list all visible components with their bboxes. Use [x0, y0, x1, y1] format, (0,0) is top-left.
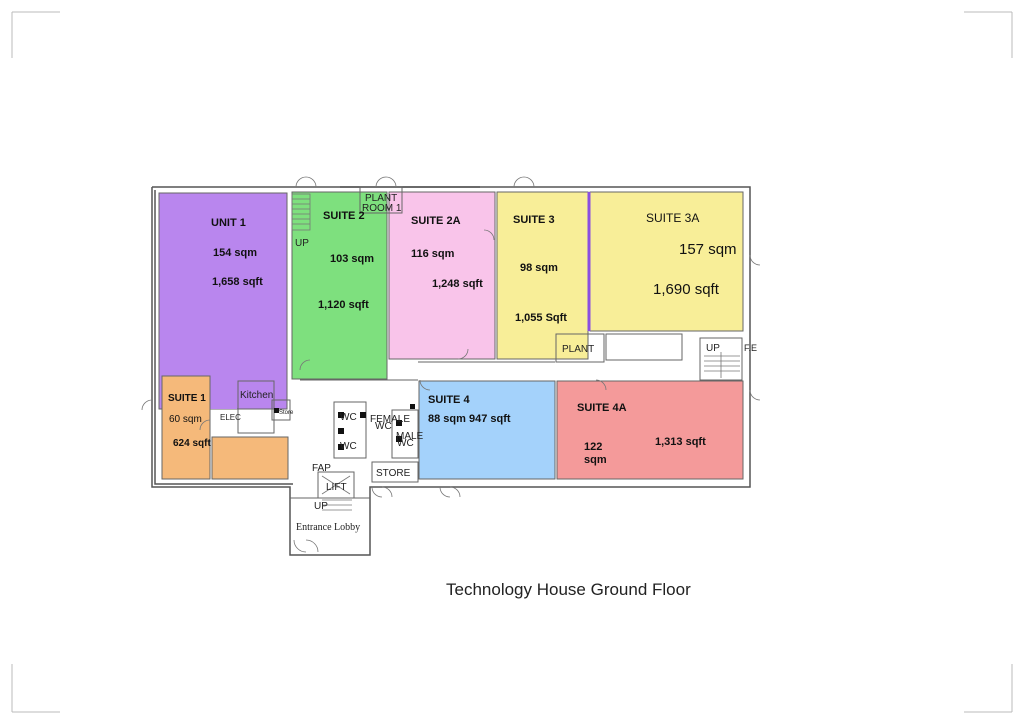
suite-3-sqm: 98 sqm — [520, 262, 558, 274]
suite-4a-sqm-line1: 122 — [584, 441, 602, 453]
male-label: MALE — [396, 431, 424, 442]
suite-4a-sqm-line2: sqm — [584, 454, 607, 466]
crop-marks — [11, 11, 1013, 713]
female-label: FEMALE — [370, 414, 410, 425]
store-small-label: Store — [279, 410, 294, 416]
up-label-right: UP — [706, 343, 720, 354]
suite-2a-area — [388, 191, 496, 360]
suite-1-sqm: 60 sqm — [169, 414, 202, 425]
lift-shaft — [321, 475, 351, 495]
suite-2a-sqm: 116 sqm — [411, 248, 455, 260]
plant-room-label-2: ROOM 1 — [362, 203, 402, 214]
suite-4-area-text: 88 sqm 947 sqft — [428, 413, 511, 425]
suite-4-area — [418, 380, 556, 480]
suite-4a-sqft: 1,313 sqft — [655, 436, 706, 448]
suite-2a-name: SUITE 2A — [411, 215, 461, 227]
wc-label-4: WC — [397, 438, 414, 449]
suite-3-sqft: 1,055 Sqft — [515, 312, 567, 324]
suite-3a-sqm: 157 sqm — [679, 241, 737, 258]
up-label-lobby: UP — [314, 501, 328, 512]
plant-label: PLANT — [562, 344, 594, 355]
suite-2-area — [291, 191, 388, 380]
fap-label: FAP — [312, 463, 331, 474]
stairs-right — [704, 352, 740, 378]
elec-label: ELEC — [220, 413, 241, 422]
service-labels: UP PLANT ROOM 1 PLANT UP F.E Kitchen ELE… — [220, 193, 757, 533]
wc-label-3: WC — [375, 421, 392, 432]
entrance-lobby-label: Entrance Lobby — [296, 522, 360, 533]
unit-1-lower-strip — [210, 370, 237, 409]
store-label: STORE — [376, 468, 411, 479]
suite-4a-area — [556, 380, 744, 480]
suite-2-sqm: 103 sqm — [330, 253, 374, 265]
fe-label: F.E — [744, 343, 757, 353]
door-swings — [141, 176, 761, 553]
suite-2a-sqft: 1,248 sqft — [432, 278, 483, 290]
suite-1-name: SUITE 1 — [168, 393, 206, 404]
suite-3a-sqft: 1,690 sqft — [653, 281, 720, 298]
unit-1-name: UNIT 1 — [211, 217, 246, 229]
suite-1-annex-area — [211, 436, 289, 480]
suite-1-area — [161, 375, 211, 480]
wc-fixtures — [274, 404, 415, 450]
suite-2-name: SUITE 2 — [323, 210, 365, 222]
stairs-left — [291, 193, 311, 231]
suite-3-name: SUITE 3 — [513, 214, 555, 226]
suite-1-sqft: 624 sqft — [173, 438, 211, 449]
kitchen-label: Kitchen — [240, 390, 273, 401]
stairs-lobby — [322, 499, 352, 511]
room-labels: UNIT 1 154 sqm 1,658 sqft SUITE 2 103 sq… — [168, 210, 737, 466]
suite-4a-name: SUITE 4A — [577, 402, 627, 414]
up-label-left: UP — [295, 238, 309, 249]
service-walls — [237, 186, 743, 499]
unit-1-sqm: 154 sqm — [213, 247, 257, 259]
suite-2-sqft: 1,120 sqft — [318, 299, 369, 311]
unit-1-sqft: 1,658 sqft — [212, 276, 263, 288]
plant-room-label-1: PLANT — [365, 193, 397, 204]
suite-3a-name: SUITE 3A — [646, 211, 699, 225]
suite-3a-area — [589, 191, 744, 332]
lift-label: LIFT — [326, 482, 347, 493]
drawing-title: Technology House Ground Floor — [446, 580, 691, 599]
wc-label-2: WC — [340, 441, 357, 452]
suite-4-name: SUITE 4 — [428, 394, 470, 406]
suite-3-area — [496, 191, 589, 360]
wc-label-1: WC — [340, 412, 357, 423]
